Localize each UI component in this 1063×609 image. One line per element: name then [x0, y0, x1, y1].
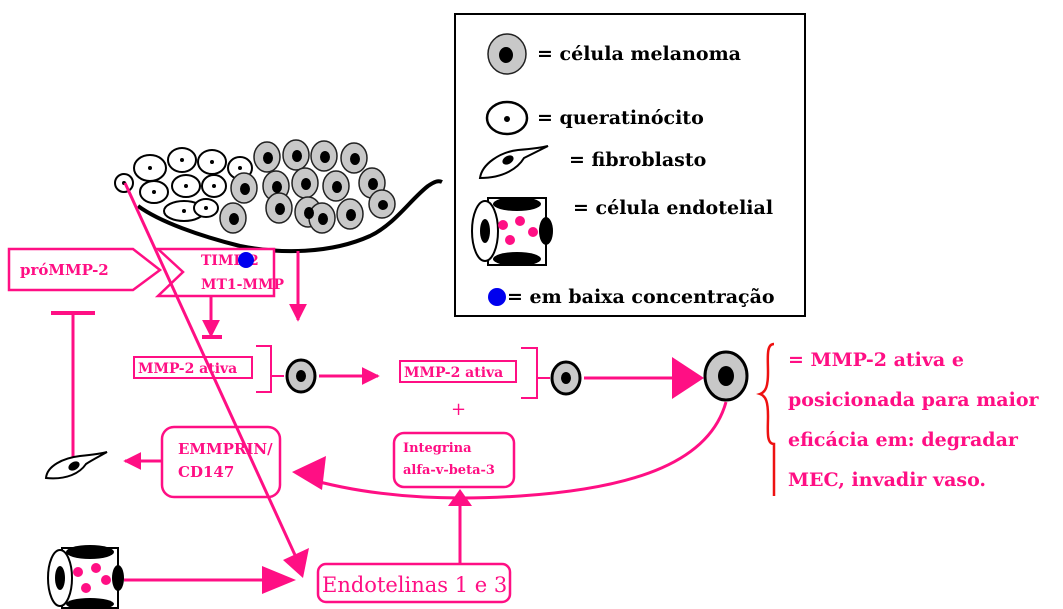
melanoma-cell-small-1 [285, 358, 317, 394]
annotation-line-2: posicionada para maior [788, 389, 1040, 411]
basement-membrane [136, 179, 443, 254]
annotation-line-3: eficácia em: degradar [788, 429, 1019, 451]
cd147-label: CD147 [178, 463, 234, 481]
endothelial-cell [47, 545, 124, 609]
timp2-low-concentration-dot [238, 252, 254, 268]
endothelial-cell-icon [471, 197, 553, 266]
curved-feedback-arrow [304, 401, 728, 500]
endothelins-label: Endotelinas 1 e 3 [322, 573, 507, 597]
pro-mmp2-label: próMMP-2 [20, 261, 109, 279]
low-concentration-dot [488, 288, 506, 306]
feedback-arrow [48, 311, 95, 473]
fibroblast-icon [478, 145, 549, 180]
alfa-v-beta-3-label: alfa-v-beta-3 [403, 463, 495, 478]
tissue-cluster [114, 139, 443, 254]
melanoma-cell-large [703, 350, 749, 402]
mmp2-active-label-1: MMP-2 ativa [138, 361, 237, 377]
mt1mmp-label: MT1-MMP [201, 277, 284, 293]
annotation-line-1: = MMP-2 ativa e [788, 349, 964, 371]
plus-sign: + [451, 399, 466, 420]
arrow-group-top [202, 251, 307, 338]
emmprin-label: EMMPRIN/ [178, 440, 273, 458]
legend-box: = célula melanoma = queratinócito = fibr… [454, 13, 806, 317]
legend-melanoma: = célula melanoma [537, 43, 741, 65]
annotation-group: = MMP-2 ativa e posicionada para maior e… [756, 342, 1040, 496]
melanoma-cell-small-2 [550, 360, 582, 396]
mmp2-active-label-2: MMP-2 ativa [404, 365, 503, 381]
timp2-mt1mmp-box: TIMP-2 MT1-MMP [154, 247, 284, 298]
legend-endothelial: = célula endotelial [573, 197, 773, 219]
pro-mmp2-box: próMMP-2 [7, 247, 163, 292]
legend-fibroblast: = fibroblasto [569, 149, 706, 171]
endothelins-box: Endotelinas 1 e 3 [316, 562, 512, 604]
arrowhead-to-endothelins [262, 566, 296, 594]
integrin-box: Integrina alfa-v-beta-3 [392, 431, 516, 489]
arrowhead-to-melanoma [672, 357, 704, 399]
mmp2-active-box-2: MMP-2 ativa + [399, 347, 538, 420]
legend-keratinocyte: = queratinócito [537, 107, 704, 129]
annotation-line-4: MEC, invadir vaso. [788, 469, 986, 491]
fibroblast-cell [44, 451, 108, 480]
legend-low-concentration: = em baixa concentração [507, 286, 775, 308]
curved-arrowhead [292, 456, 326, 490]
integrin-label: Integrina [403, 441, 472, 456]
diagonal-line-keratinocyte [123, 182, 302, 567]
